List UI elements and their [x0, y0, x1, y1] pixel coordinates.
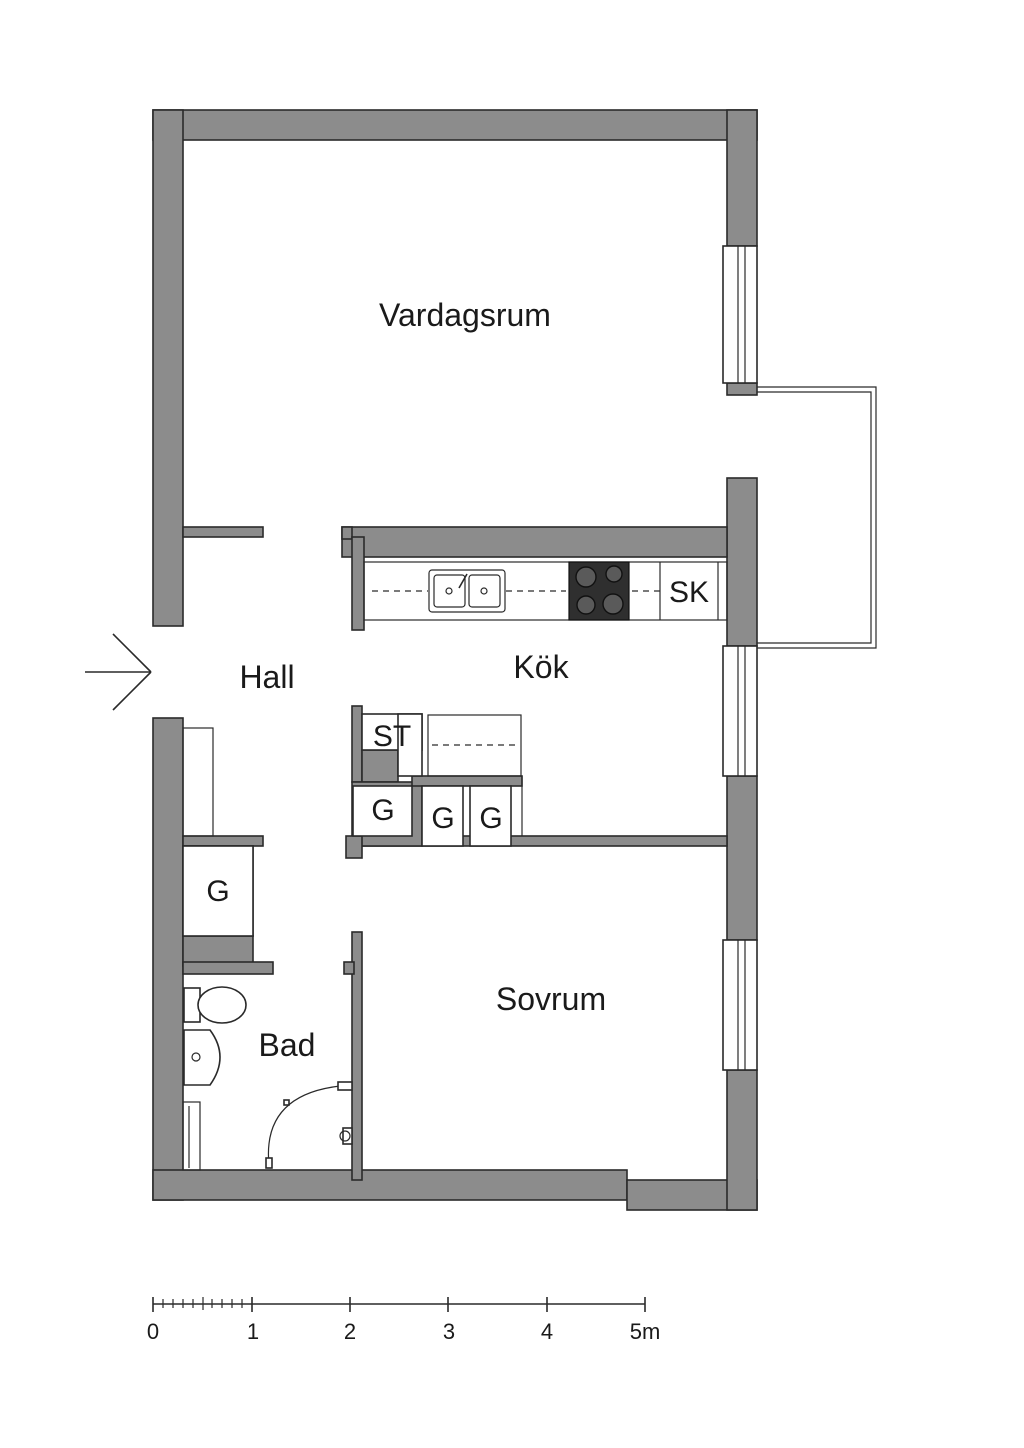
- scale-tick-label: 1: [247, 1319, 259, 1344]
- room-label-bedroom: Sovrum: [496, 981, 606, 1017]
- windows: [722, 245, 758, 1071]
- scale-bar: 0 1 2 3 4 5m: [147, 1297, 660, 1344]
- room-label-hall: Hall: [239, 659, 294, 695]
- washbasin-icon: [183, 1029, 221, 1086]
- storage-label: ST: [373, 720, 411, 753]
- toilet-icon: [183, 986, 247, 1024]
- bathroom-fixtures: [182, 986, 353, 1171]
- wardrobe-label-kitchen-3: G: [479, 802, 502, 835]
- wardrobe-label-kitchen-2: G: [431, 802, 454, 835]
- walls: [152, 109, 758, 1211]
- hall-closet: [182, 727, 214, 837]
- room-label-bath: Bad: [259, 1027, 316, 1063]
- kitchen-counter: [363, 561, 728, 621]
- balcony: [757, 386, 877, 649]
- stove-icon: [568, 561, 630, 621]
- bath-cabinet: [182, 1101, 201, 1171]
- scale-tick-label: 0: [147, 1319, 159, 1344]
- shower-icon: [265, 1081, 353, 1169]
- hall-wardrobe-box: [182, 845, 254, 937]
- room-label-kitchen: Kök: [513, 649, 569, 685]
- room-label-living: Vardagsrum: [379, 297, 551, 333]
- entrance-arrow-icon: [85, 633, 152, 711]
- scale-tick-label: 3: [443, 1319, 455, 1344]
- wardrobe-label-hall: G: [206, 875, 229, 908]
- scale-tick-label: 2: [344, 1319, 356, 1344]
- refrigerator-label: SK: [669, 576, 709, 609]
- scale-tick-label: 5m: [630, 1319, 661, 1344]
- sink-icon: [428, 569, 506, 613]
- scale-tick-label: 4: [541, 1319, 553, 1344]
- kitchen-storage: [352, 713, 523, 847]
- wardrobe-label-kitchen-1: G: [371, 794, 394, 827]
